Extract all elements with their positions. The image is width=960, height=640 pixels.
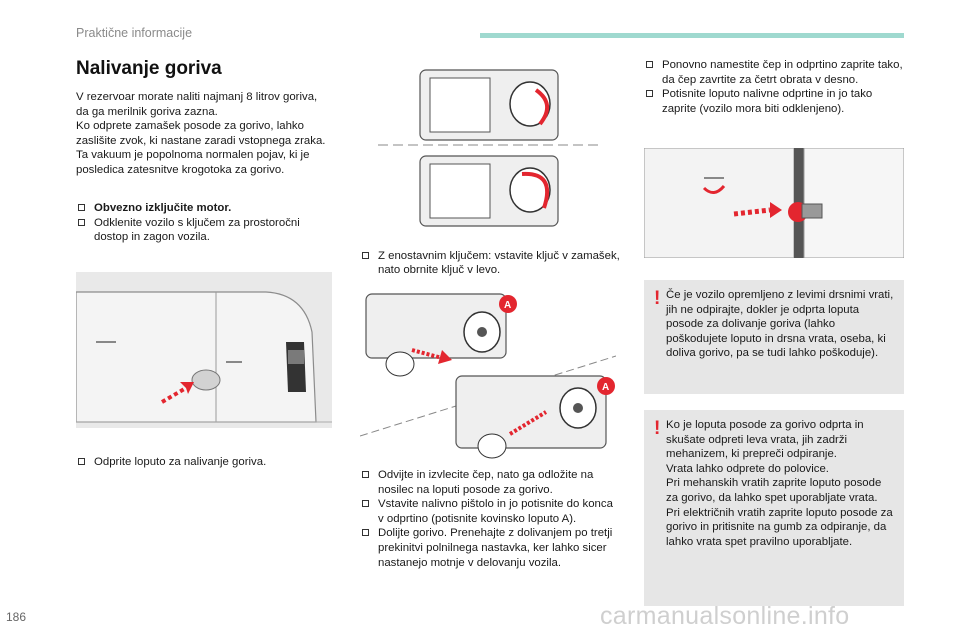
fuel-cap-key-icon bbox=[378, 69, 600, 227]
caption-left: Odprite loputo za nalivanje goriva. bbox=[76, 455, 350, 470]
watermark: carmanualsonline.info bbox=[600, 602, 850, 630]
header-accent-bar bbox=[480, 33, 904, 38]
step-text: Ponovno namestite čep in odprtino zaprit… bbox=[662, 59, 903, 86]
warning-paragraph: Vrata lahko odprete do polovice. bbox=[666, 462, 829, 475]
warning-paragraph: Pri električnih vratih zaprite loputo po… bbox=[666, 506, 893, 548]
warning-icon: ! bbox=[654, 418, 661, 439]
step-text: Odvijte in izvlecite čep, nato ga odloži… bbox=[378, 469, 594, 496]
steps-left: Obvezno izključite motor. Odklenite vozi… bbox=[76, 201, 332, 245]
page-number: 186 bbox=[6, 610, 27, 624]
checkbox-bullet-icon bbox=[646, 90, 653, 98]
steps-right: Ponovno namestite čep in odprtino zaprit… bbox=[644, 58, 904, 116]
caption-middle-top: Z enostavnim ključem: vstavite ključ v z… bbox=[360, 249, 630, 278]
checkbox-bullet-icon bbox=[78, 458, 85, 465]
checkbox-bullet-icon bbox=[362, 500, 369, 508]
page-title: Nalivanje goriva bbox=[76, 58, 222, 79]
checkbox-bullet-icon bbox=[646, 61, 653, 68]
step-item: Vstavite nalivno pištolo in jo potisnite… bbox=[360, 497, 616, 526]
warning-icon: ! bbox=[654, 288, 661, 309]
illustration-sliding-door bbox=[644, 148, 904, 258]
section-label: Praktične informacije bbox=[76, 26, 193, 40]
warning-paragraph: Pri mehanskih vratih zaprite loputo poso… bbox=[666, 477, 882, 504]
step-item: Dolijte gorivo. Prenehajte z dolivanjem … bbox=[360, 526, 616, 570]
warning-text: Ko je loputa posode za gorivo odprta in … bbox=[666, 418, 894, 549]
step-item: Odvijte in izvlecite čep, nato ga odloži… bbox=[360, 468, 616, 497]
checkbox-bullet-icon bbox=[362, 529, 369, 537]
illustration-van-fuel-flap bbox=[76, 272, 332, 428]
illustration-key-cap bbox=[360, 62, 610, 232]
label-a: A bbox=[602, 382, 609, 393]
checkbox-bullet-icon bbox=[362, 251, 369, 259]
warning-paragraph: Ko je loputa posode za gorivo odprta in … bbox=[666, 419, 864, 461]
van-side-icon bbox=[76, 291, 332, 423]
intro-text: V rezervoar morate naliti najmanj 8 litr… bbox=[76, 90, 332, 178]
label-a: A bbox=[504, 300, 511, 311]
step-text: Odklenite vozilo s ključem za prostoročn… bbox=[94, 216, 300, 244]
step-item: Obvezno izključite motor. bbox=[76, 201, 332, 216]
step-text: Dolijte gorivo. Prenehajte z dolivanjem … bbox=[378, 527, 613, 569]
step-item: Odklenite vozilo s ključem za prostoročn… bbox=[76, 216, 332, 245]
step-item: Potisnite loputo nalivne odprtine in jo … bbox=[644, 87, 904, 116]
warning-box: ! Ko je loputa posode za gorivo odprta i… bbox=[644, 410, 904, 606]
step-text: Potisnite loputo nalivne odprtine in jo … bbox=[662, 88, 873, 115]
step-text: Vstavite nalivno pištolo in jo potisnite… bbox=[378, 498, 613, 525]
checkbox-bullet-icon bbox=[78, 218, 85, 226]
checkbox-bullet-icon bbox=[362, 471, 369, 478]
warning-box: ! Če je vozilo opremljeno z levimi drsni… bbox=[644, 280, 904, 394]
step-item: Ponovno namestite čep in odprtino zaprit… bbox=[644, 58, 904, 87]
checkbox-bullet-icon bbox=[78, 204, 85, 211]
warning-text: Če je vozilo opremljeno z levimi drsnimi… bbox=[666, 288, 894, 361]
illustration-open-cap: A A bbox=[359, 286, 617, 462]
intro-paragraph: Ko odprete zamašek posode za gorivo, lah… bbox=[76, 120, 326, 176]
steps-middle-bottom: Odvijte in izvlecite čep, nato ga odloži… bbox=[360, 468, 616, 570]
caption-text: Odprite loputo za nalivanje goriva. bbox=[94, 456, 267, 468]
warning-paragraph: Če je vozilo opremljeno z levimi drsnimi… bbox=[666, 289, 894, 360]
caption-text: Z enostavnim ključem: vstavite ključ v z… bbox=[378, 249, 620, 277]
fuel-filler-open-icon: A A bbox=[359, 293, 617, 459]
step-text: Obvezno izključite motor. bbox=[94, 202, 232, 214]
intro-paragraph: V rezervoar morate naliti najmanj 8 litr… bbox=[76, 91, 318, 118]
sliding-door-icon bbox=[644, 148, 904, 258]
